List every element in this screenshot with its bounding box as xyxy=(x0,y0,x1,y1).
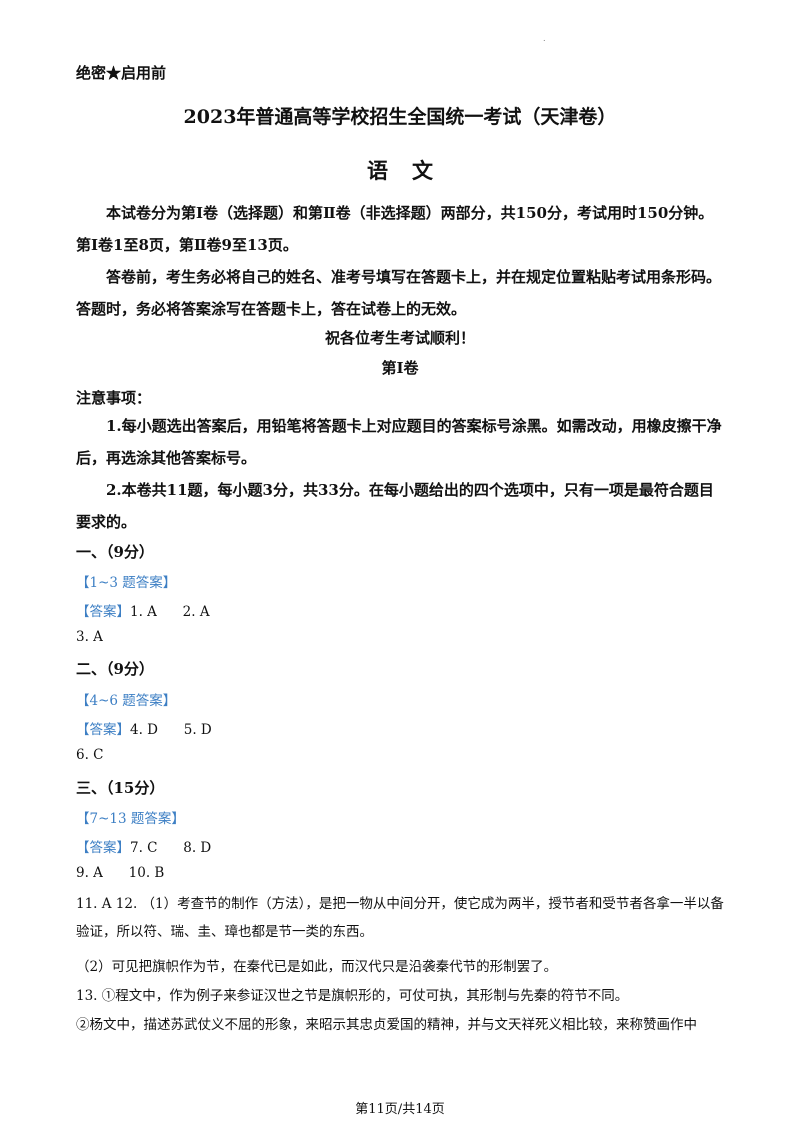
exam-title: 2023年普通高等学校招生全国统一考试（天津卷） xyxy=(183,106,617,128)
answer-11-12: 11. A 12. （1）考查节的制作（方法），是把一物从中间分开，使它成为两半… xyxy=(76,896,724,940)
section-1-heading: 一、（9分） xyxy=(76,543,154,561)
section-1-tag: 【1~3 题答案】 xyxy=(76,575,177,591)
subject-title: 语文 xyxy=(367,158,457,183)
answer-values: 4. D 5. D xyxy=(130,722,212,738)
part-one-title: 第Ⅰ卷 xyxy=(381,359,419,377)
section-3-tag: 【7~13 题答案】 xyxy=(76,811,185,827)
confidential-label: 绝密★启用前 xyxy=(76,64,167,82)
answer-13-2: ②杨文中，描述苏武仗义不屈的形象，来昭示其忠贞爱国的精神，并与文天祥死义相比较，… xyxy=(76,1017,697,1033)
section-2-heading: 二、（9分） xyxy=(76,660,154,678)
answer-values: 1. A 2. A xyxy=(130,604,210,620)
good-luck-text: 祝各位考生考试顺利！ xyxy=(324,329,475,347)
note-2: 2.本卷共11题，每小题3分，共33分。在每小题给出的四个选项中，只有一项是最符… xyxy=(76,481,714,531)
section-3-heading: 三、（15分） xyxy=(76,779,165,797)
answer-tag: 【答案】 xyxy=(76,840,130,856)
section-3-answers-2: 9. A 10. B xyxy=(76,865,165,881)
answer-tag: 【答案】 xyxy=(76,604,130,620)
section-2-answers: 【答案】4. D 5. D xyxy=(76,718,212,738)
answer-tag: 【答案】 xyxy=(76,722,130,738)
section-2-tag: 【4~6 题答案】 xyxy=(76,693,177,709)
section-3-answers: 【答案】7. C 8. D xyxy=(76,836,211,856)
page-number: 第11页/共14页 xyxy=(355,1102,445,1117)
answer-values: 7. C 8. D xyxy=(130,840,212,856)
note-1: 1.每小题选出答案后，用铅笔将答题卡上对应题目的答案标号涂黑。如需改动，用橡皮擦… xyxy=(76,417,722,467)
section-1-answers-2: 3. A xyxy=(76,629,103,645)
answer-12-2: （2）可见把旗帜作为节，在秦代已是如此，而汉代只是沿袭秦代节的形制罢了。 xyxy=(76,959,558,975)
section-1-answers: 【答案】1. A 2. A xyxy=(76,600,210,620)
notes-heading: 注意事项： xyxy=(76,389,152,407)
intro-paragraph-2: 答卷前，考生务必将自己的姓名、准考号填写在答题卡上，并在规定位置粘贴考试用条形码… xyxy=(76,268,722,318)
section-2-answers-2: 6. C xyxy=(76,747,104,763)
scan-dot: . xyxy=(543,34,546,43)
answer-13-1: 13. ①程文中，作为例子来参证汉世之节是旗帜形的，可仗可执，其形制与先秦的符节… xyxy=(76,988,629,1004)
intro-paragraph-1: 本试卷分为第Ⅰ卷（选择题）和第Ⅱ卷（非选择题）两部分，共150分，考试用时150… xyxy=(76,204,714,254)
